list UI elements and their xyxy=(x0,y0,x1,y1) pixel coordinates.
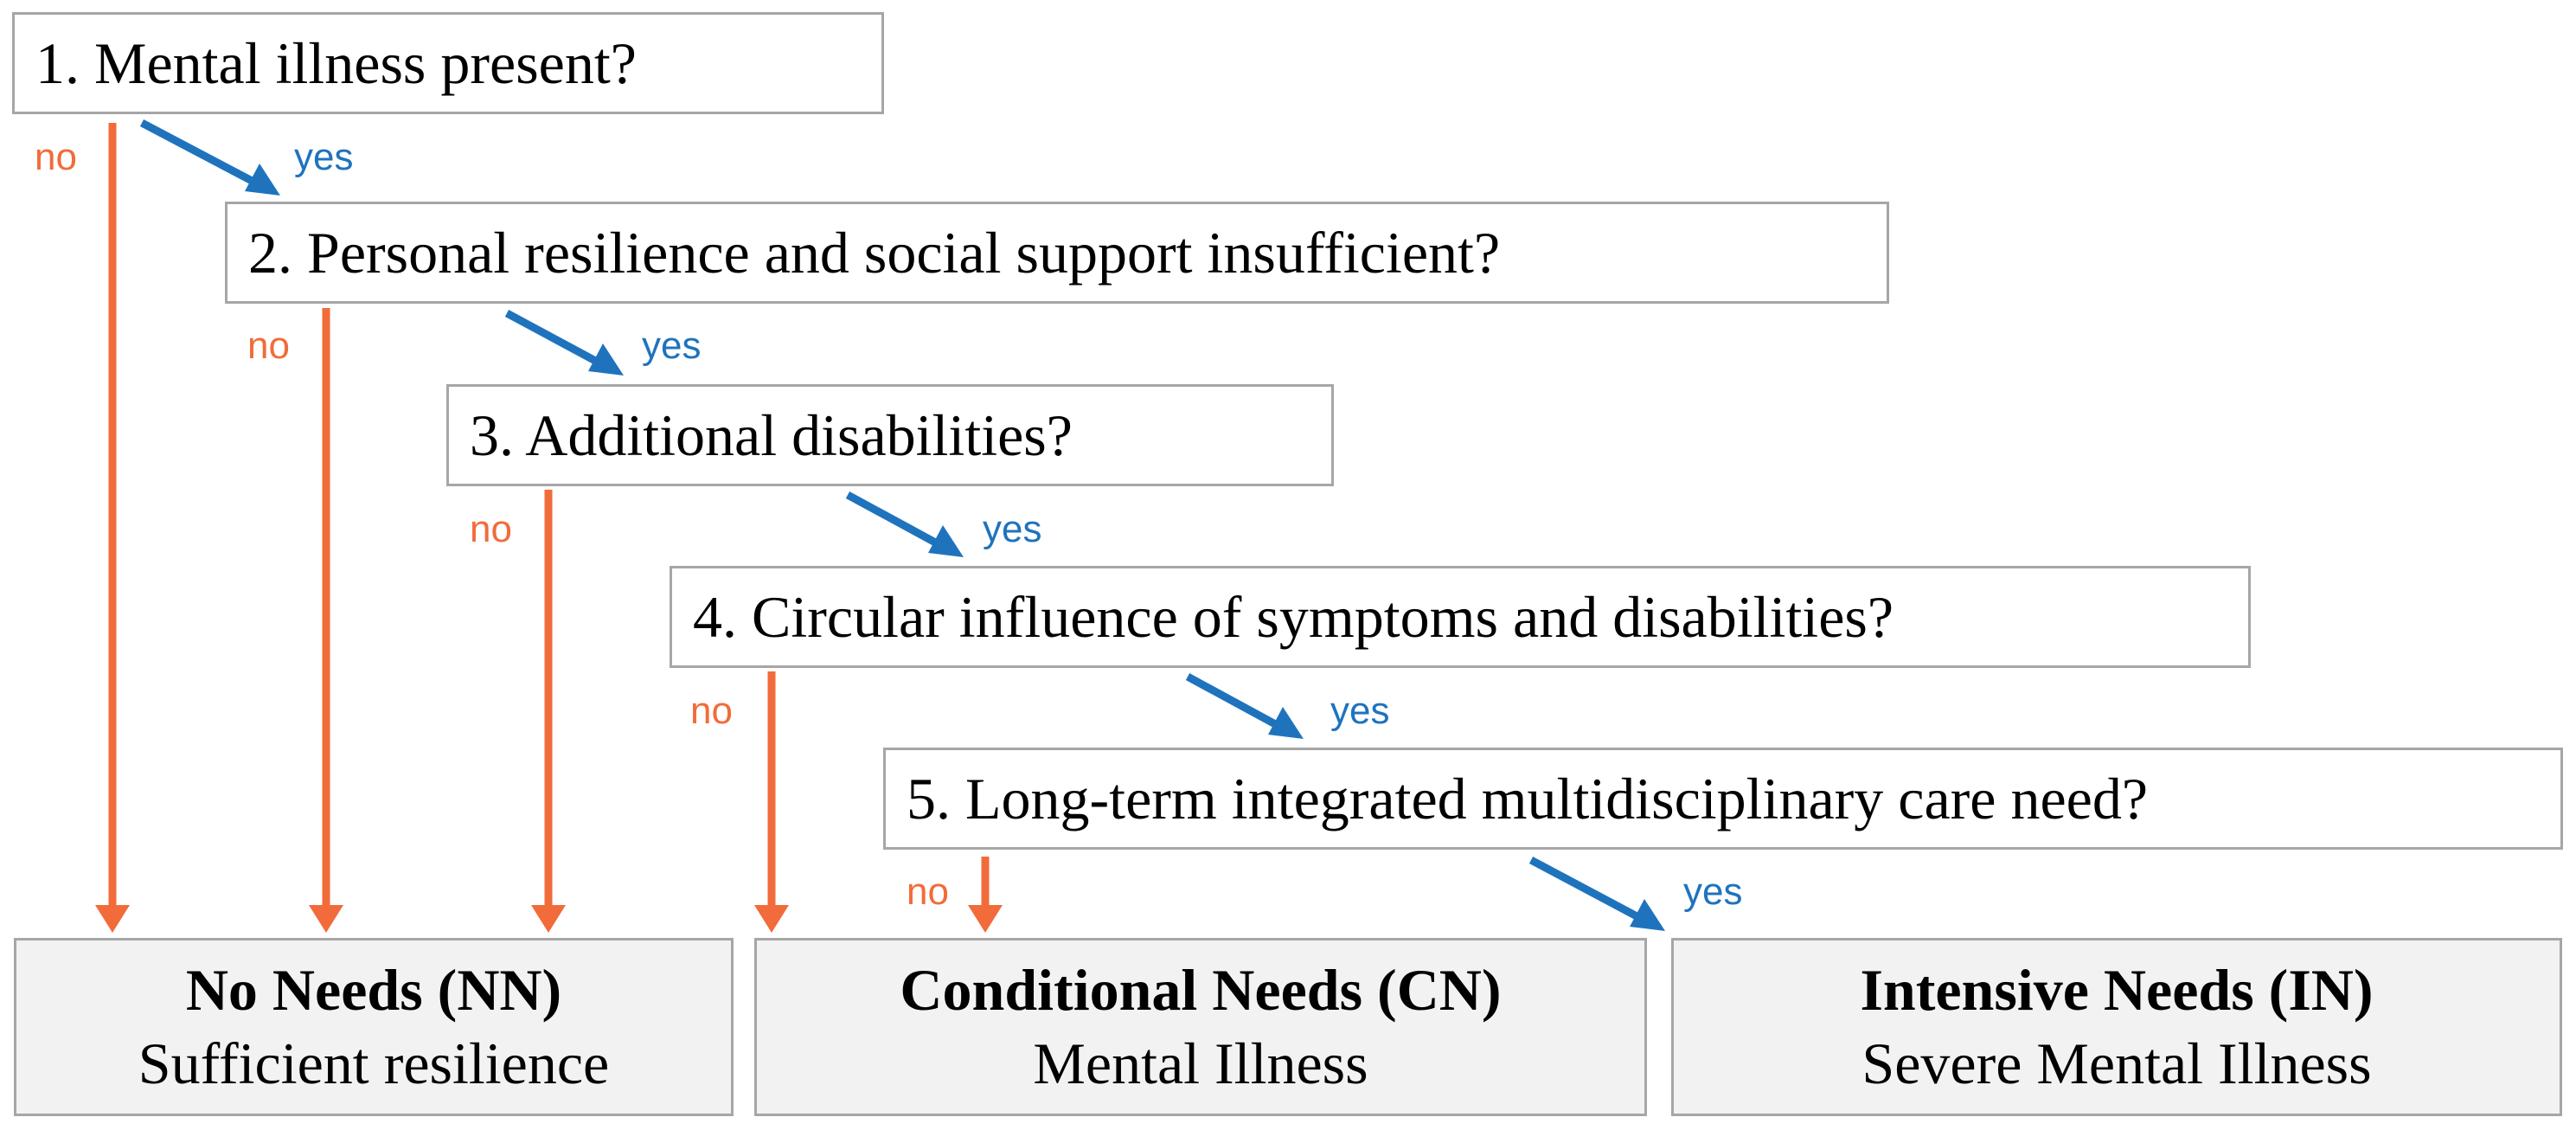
no-label-q2: no xyxy=(247,324,290,367)
no-label-q4: no xyxy=(690,690,733,732)
question-5-text: 5. Long-term integrated multidisciplinar… xyxy=(907,766,2149,831)
yes-label-q1: yes xyxy=(294,136,354,178)
yes-label-q3: yes xyxy=(983,508,1042,550)
no-arrow-q1 xyxy=(95,123,130,933)
outcome-conditional-needs: Conditional Needs (CN) Mental Illness xyxy=(754,938,1647,1116)
no-arrow-q2 xyxy=(309,308,343,933)
question-2-box: 2. Personal resilience and social suppor… xyxy=(225,202,1889,304)
question-1-box: 1. Mental illness present? xyxy=(12,12,884,114)
yes-arrow-q1 xyxy=(139,119,280,196)
no-arrows xyxy=(95,123,1003,933)
question-2-text: 2. Personal resilience and social suppor… xyxy=(248,220,1501,286)
question-4-box: 4. Circular influence of symptoms and di… xyxy=(670,566,2251,668)
no-label-q1: no xyxy=(35,136,77,178)
yes-arrows xyxy=(139,119,1665,931)
question-3-text: 3. Additional disabilities? xyxy=(470,402,1073,468)
no-label-q3: no xyxy=(470,508,512,550)
yes-arrow-q2 xyxy=(504,310,624,376)
no-label-q5: no xyxy=(907,870,949,913)
outcome-conditional-needs-subtitle: Mental Illness xyxy=(1033,1030,1368,1096)
no-arrow-q3 xyxy=(531,490,566,933)
outcome-conditional-needs-title: Conditional Needs (CN) xyxy=(900,957,1502,1023)
no-arrow-q5 xyxy=(968,857,1003,933)
yes-arrow-q3 xyxy=(845,491,964,557)
outcome-intensive-needs-subtitle: Severe Mental Illness xyxy=(1862,1030,2372,1096)
yes-label-q5: yes xyxy=(1683,870,1743,913)
question-5-box: 5. Long-term integrated multidisciplinar… xyxy=(883,748,2563,850)
yes-label-q4: yes xyxy=(1330,690,1390,732)
yes-arrow-q5 xyxy=(1528,857,1665,931)
outcome-intensive-needs-title: Intensive Needs (IN) xyxy=(1860,957,2374,1023)
question-1-text: 1. Mental illness present? xyxy=(35,30,637,96)
question-3-box: 3. Additional disabilities? xyxy=(446,384,1334,486)
outcome-intensive-needs: Intensive Needs (IN) Severe Mental Illne… xyxy=(1671,938,2562,1116)
yes-arrow-q4 xyxy=(1185,673,1304,739)
outcome-no-needs-title: No Needs (NN) xyxy=(185,957,562,1023)
question-4-text: 4. Circular influence of symptoms and di… xyxy=(693,584,1894,650)
no-arrow-q4 xyxy=(754,671,789,933)
yes-label-q2: yes xyxy=(642,324,702,367)
outcome-no-needs-subtitle: Sufficient resilience xyxy=(138,1030,610,1096)
outcome-no-needs: No Needs (NN) Sufficient resilience xyxy=(14,938,734,1116)
